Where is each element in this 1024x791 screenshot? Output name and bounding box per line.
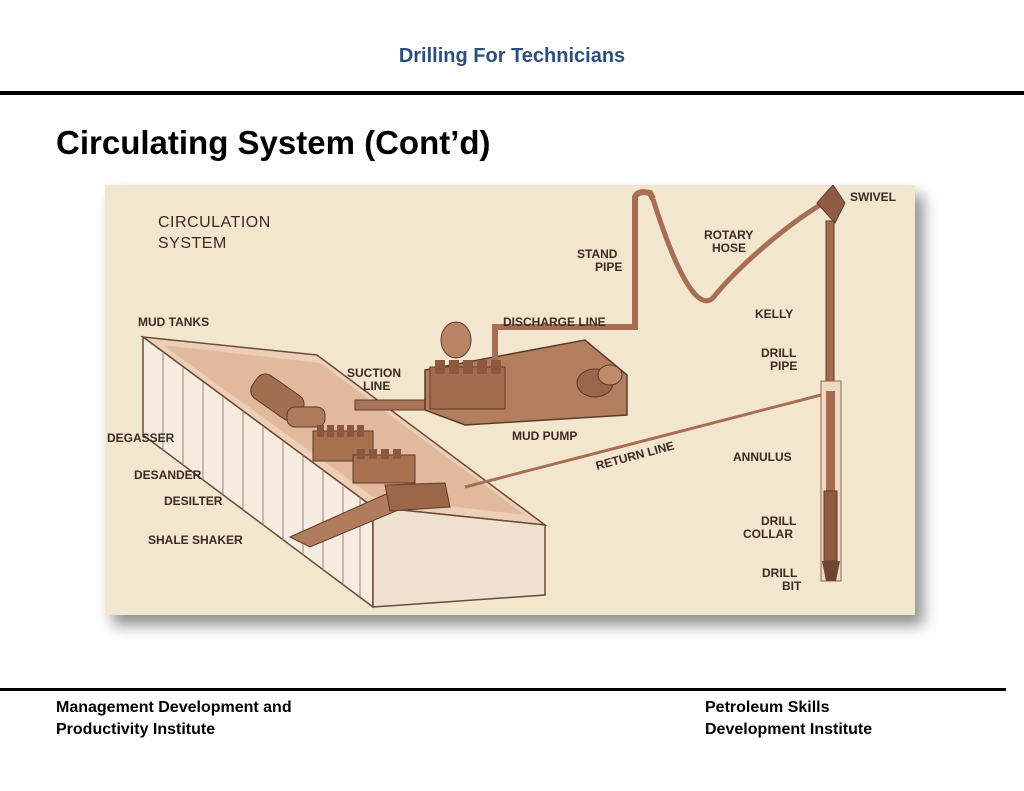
discharge-line-pipe [492, 189, 656, 360]
drill-string-drawing [820, 220, 842, 582]
label-drill-bit-2: BIT [782, 579, 802, 593]
footer-right-line2: Development Institute [705, 721, 873, 738]
mud-pump-drawing [424, 321, 628, 426]
diagram-heading-line1: CIRCULATION [158, 214, 271, 231]
label-rotary-hose-1: ROTARY [704, 228, 753, 242]
label-suction-line-2: LINE [363, 379, 390, 393]
footer-left-line1: Management Development and [56, 699, 292, 716]
shale-shaker-unit [288, 482, 451, 548]
footer-right-line1: Petroleum Skills [705, 699, 830, 716]
label-discharge-line: DISCHARGE LINE [503, 315, 606, 329]
label-suction-line-1: SUCTION [347, 366, 401, 380]
footer-left-org: Management Development and Productivity … [56, 697, 292, 741]
label-stand-pipe-2: PIPE [595, 260, 622, 274]
label-rotary-hose-2: HOSE [712, 241, 746, 255]
label-mud-pump: MUD PUMP [512, 429, 577, 443]
diagram-heading-line2: SYSTEM [158, 235, 227, 252]
footer-divider [0, 688, 1006, 691]
degasser-unit [250, 373, 326, 428]
return-line-pipe [464, 393, 822, 489]
label-drill-collar-2: COLLAR [743, 527, 793, 541]
presentation-title: Drilling For Technicians [398, 45, 626, 67]
circulation-system-diagram: CIRCULATION SYSTEM MUD TANKS DEGASSER DE… [105, 185, 915, 615]
desilter-unit [352, 449, 416, 484]
swivel-drawing [816, 185, 846, 224]
label-mud-tanks: MUD TANKS [138, 315, 209, 329]
label-drill-pipe-2: PIPE [770, 359, 797, 373]
header-divider [0, 91, 1024, 95]
slide-title: Circulating System (Cont’d) [56, 124, 491, 161]
label-drill-bit-1: DRILL [762, 566, 797, 580]
label-annulus: ANNULUS [733, 450, 792, 464]
footer-right-org: Petroleum Skills Development Institute [705, 697, 872, 741]
rotary-hose-drawing [650, 198, 822, 304]
label-drill-pipe-1: DRILL [761, 346, 796, 360]
label-desander: DESANDER [134, 468, 202, 482]
suction-line-pipe [354, 399, 436, 411]
label-drill-collar-1: DRILL [761, 514, 796, 528]
label-swivel: SWIVEL [850, 190, 896, 204]
label-degasser: DEGASSER [107, 431, 175, 445]
label-kelly: KELLY [755, 307, 793, 321]
label-desilter: DESILTER [164, 494, 223, 508]
footer-left-line2: Productivity Institute [56, 721, 216, 738]
label-stand-pipe-1: STAND [577, 247, 618, 261]
desander-unit [312, 425, 374, 462]
label-shale-shaker: SHALE SHAKER [148, 533, 243, 547]
